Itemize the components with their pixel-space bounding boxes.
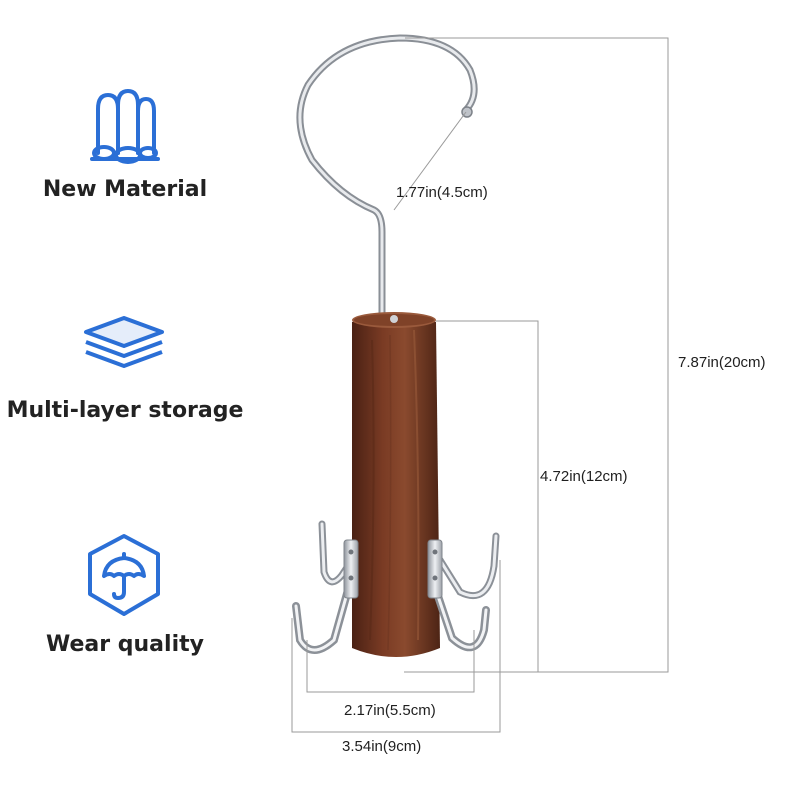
outer-width-line xyxy=(291,560,501,733)
inner-width-label: 2.17in(5.5cm) xyxy=(344,702,436,719)
wooden-body xyxy=(352,312,440,657)
feature-wear-quality: Wear quality xyxy=(0,532,250,662)
hook-width-label: 1.77in(4.5cm) xyxy=(396,184,488,201)
feature-label: Multi-layer storage xyxy=(6,398,244,423)
swivel-hook xyxy=(296,34,478,326)
inner-width-line xyxy=(306,630,475,693)
stacked-layers-icon xyxy=(84,316,164,368)
hook-width-line xyxy=(393,111,467,211)
total-height-line xyxy=(404,37,669,673)
feature-new-material: New Material xyxy=(0,85,250,215)
total-height-label: 7.87in(20cm) xyxy=(678,354,766,371)
body-height-label: 4.72in(12cm) xyxy=(540,468,628,485)
dimension-lines xyxy=(291,37,669,733)
body-height-line xyxy=(436,320,539,672)
feature-label: New Material xyxy=(42,177,208,202)
feature-multi-layer-storage: Multi-layer storage xyxy=(0,312,250,432)
metal-hooks xyxy=(292,520,500,654)
umbrella-shield-icon xyxy=(88,534,160,616)
material-rolls-icon xyxy=(90,89,160,164)
feature-label: Wear quality xyxy=(46,632,204,657)
outer-width-label: 3.54in(9cm) xyxy=(342,738,422,755)
